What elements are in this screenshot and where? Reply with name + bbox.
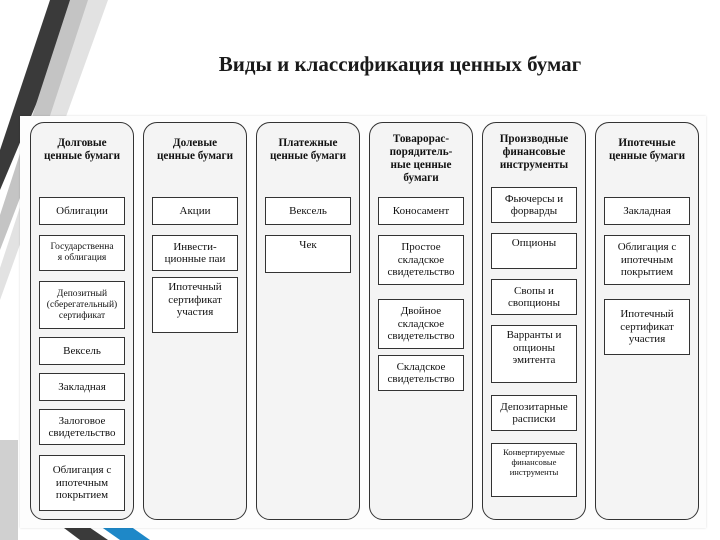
item-box: Простое складское свидетельство <box>378 235 464 285</box>
column-payment-securities: Платежные ценные бумаги Вексель Чек <box>256 122 360 520</box>
item-box: Депозитарные расписки <box>491 395 577 431</box>
classification-diagram: Долговые ценные бумаги Облигации Государ… <box>20 116 706 528</box>
item-box: Вексель <box>265 197 351 225</box>
item-box: Закладная <box>39 373 125 401</box>
item-box: Облигация с ипотечным покрытием <box>39 455 125 511</box>
item-box: Ипотечный сертификат участия <box>152 277 238 333</box>
item-box: Облигация с ипотечным покрытием <box>604 235 690 285</box>
item-box: Конвертируемые финансовые инструменты <box>491 443 577 497</box>
item-box: Закладная <box>604 197 690 225</box>
item-box: Облигации <box>39 197 125 225</box>
item-box: Коносамент <box>378 197 464 225</box>
slide-title: Виды и классификация ценных бумаг <box>218 52 582 76</box>
item-box: Ипотечный сертификат участия <box>604 299 690 355</box>
decor-stripe-gray-left <box>0 440 18 540</box>
item-box: Государственна я облигация <box>39 235 125 271</box>
item-box: Опционы <box>491 233 577 269</box>
item-box: Вексель <box>39 337 125 365</box>
column-debt-securities: Долговые ценные бумаги Облигации Государ… <box>30 122 134 520</box>
column-commodity-securities: Товарорас- порядитель- ные ценные бумаги… <box>369 122 473 520</box>
column-mortgage-securities: Ипотечные ценные бумаги Закладная Облига… <box>595 122 699 520</box>
column-derivatives: Производные финансовые инструменты Фьюче… <box>482 122 586 520</box>
item-box: Фьючерсы и форварды <box>491 187 577 223</box>
column-header: Товарорас- порядитель- ные ценные бумаги <box>389 133 453 184</box>
item-box: Свопы и свопционы <box>491 279 577 315</box>
column-header: Платежные ценные бумаги <box>269 137 347 162</box>
item-box: Инвести- ционные паи <box>152 235 238 271</box>
item-box: Варранты и опционы эмитента <box>491 325 577 383</box>
column-header: Ипотечные ценные бумаги <box>608 137 686 162</box>
item-box: Депозитный (сберегательный) сертификат <box>39 281 125 329</box>
item-box: Акции <box>152 197 238 225</box>
item-box: Чек <box>265 235 351 273</box>
column-header: Производные финансовые инструменты <box>499 133 569 171</box>
column-header: Долговые ценные бумаги <box>43 137 121 162</box>
item-box: Складское свидетельство <box>378 355 464 391</box>
column-header: Долевые ценные бумаги <box>156 137 234 162</box>
item-box: Двойное складское свидетельство <box>378 299 464 349</box>
item-box: Залоговое свидетельство <box>39 409 125 445</box>
column-equity-securities: Долевые ценные бумаги Акции Инвести- цио… <box>143 122 247 520</box>
